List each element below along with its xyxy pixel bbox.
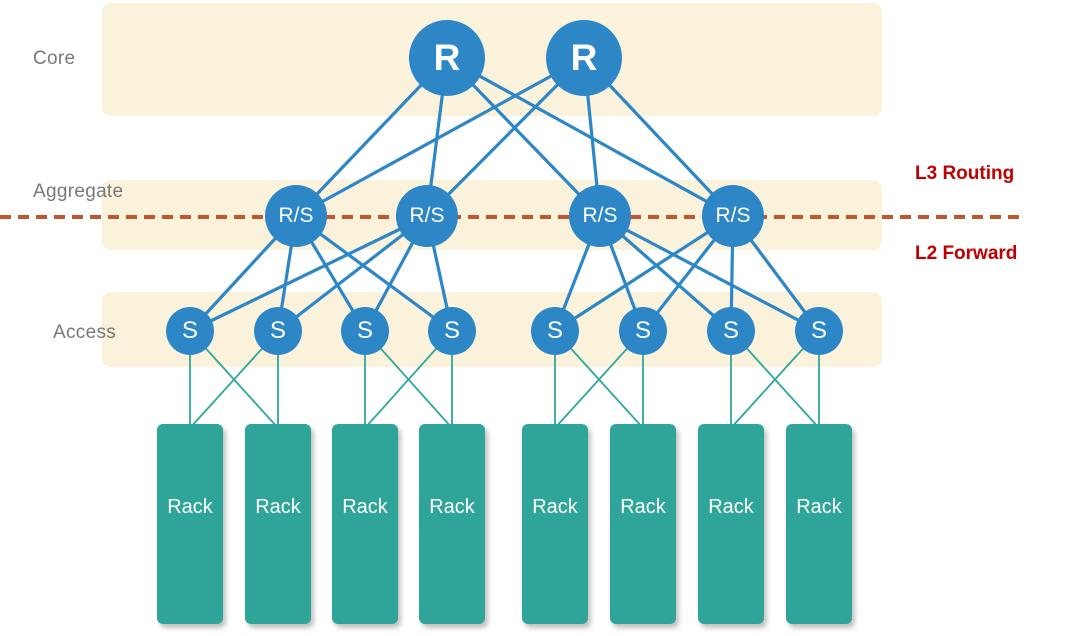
access-switch-label: S (634, 317, 651, 344)
aggregate-switch-node: R/S (265, 185, 327, 247)
access-switch-node: S (166, 307, 214, 355)
layer-label-aggregate: Aggregate (33, 181, 124, 202)
layer-label-access: Access (53, 322, 117, 343)
access-switch-node: S (795, 307, 843, 355)
aggregate-switch-node: R/S (702, 185, 764, 247)
rack-box: Rack (786, 424, 852, 624)
rack-box: Rack (610, 424, 676, 624)
core-router-node: R (546, 20, 622, 96)
aggregate-switch-node: R/S (396, 185, 458, 247)
core-router-node: R (409, 20, 485, 96)
rack-box: Rack (522, 424, 588, 624)
access-switch-label: S (443, 317, 460, 344)
rack-label: Rack (167, 495, 213, 518)
access-switch-node: S (428, 307, 476, 355)
aggregate-switch-label: R/S (715, 204, 751, 227)
l3-routing-label: L3 Routing (915, 163, 1015, 184)
core-router-label: R (570, 37, 598, 78)
access-switch-label: S (269, 317, 286, 344)
access-switch-label: S (722, 317, 739, 344)
aggregate-switch-label: R/S (278, 204, 314, 227)
access-switch-node: S (619, 307, 667, 355)
rack-label: Rack (342, 495, 388, 518)
rack-box: Rack (157, 424, 223, 624)
core-layer-band (102, 3, 882, 116)
access-switch-node: S (707, 307, 755, 355)
rack-label: Rack (429, 495, 475, 518)
rack-box: Rack (245, 424, 311, 624)
access-switch-label: S (181, 317, 198, 344)
rack-box: Rack (332, 424, 398, 624)
access-switch-node: S (531, 307, 579, 355)
aggregate-switch-node: R/S (569, 185, 631, 247)
rack-label: Rack (620, 495, 666, 518)
access-switch-label: S (810, 317, 827, 344)
l2-forward-label: L2 Forward (915, 243, 1018, 264)
layer-label-core: Core (33, 48, 76, 69)
access-switch-node: S (254, 307, 302, 355)
rack-label: Rack (708, 495, 754, 518)
rack-box: Rack (698, 424, 764, 624)
access-switch-node: S (341, 307, 389, 355)
aggregate-switch-label: R/S (582, 204, 618, 227)
access-switch-label: S (546, 317, 563, 344)
aggregate-switch-label: R/S (409, 204, 445, 227)
rack-box: Rack (419, 424, 485, 624)
core-router-label: R (433, 37, 461, 78)
rack-label: Rack (532, 495, 578, 518)
access-switch-label: S (356, 317, 373, 344)
rack-label: Rack (255, 495, 301, 518)
rack-label: Rack (796, 495, 842, 518)
